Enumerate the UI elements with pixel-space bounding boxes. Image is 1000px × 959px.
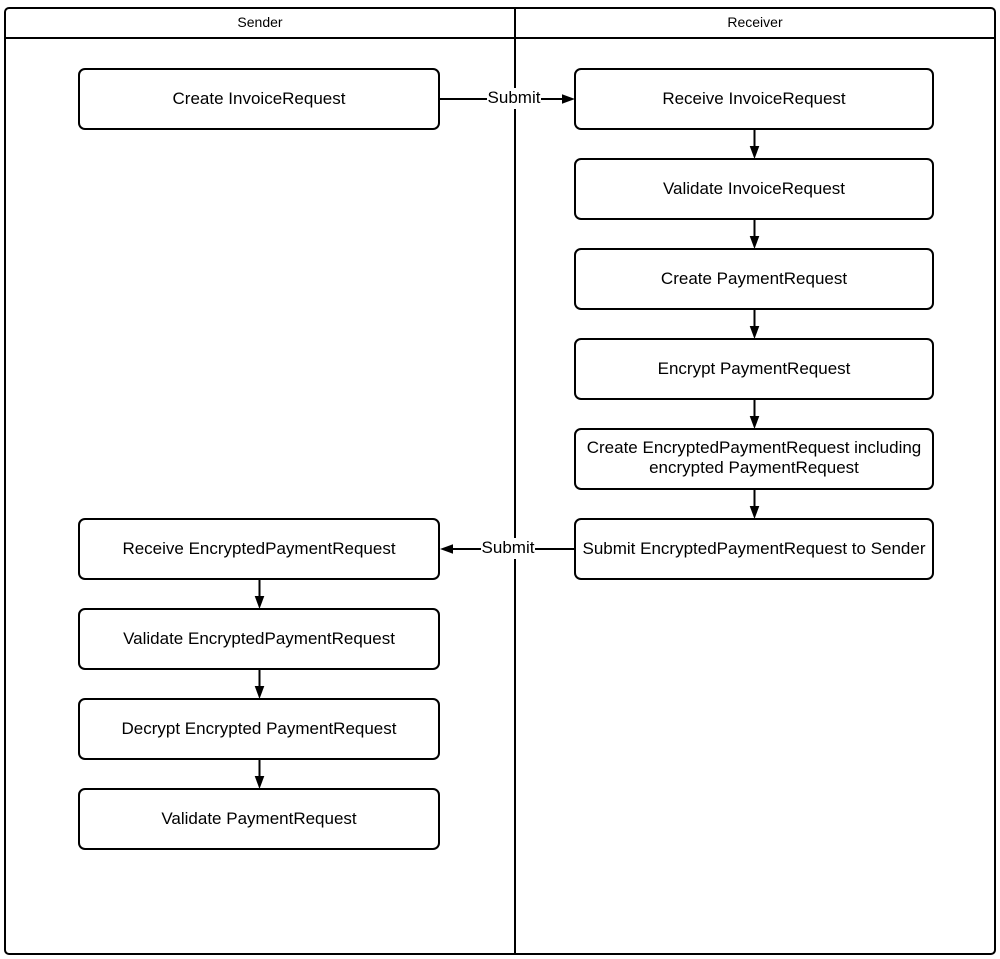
svg-text:Validate PaymentRequest: Validate PaymentRequest	[161, 809, 357, 828]
svg-text:Create PaymentRequest: Create PaymentRequest	[661, 269, 847, 288]
svg-text:Receive EncryptedPaymentReques: Receive EncryptedPaymentRequest	[122, 539, 395, 558]
svg-text:Submit: Submit	[488, 88, 541, 107]
svg-text:Receiver: Receiver	[727, 14, 783, 30]
svg-text:encrypted PaymentRequest: encrypted PaymentRequest	[649, 458, 859, 477]
svg-text:Receive InvoiceRequest: Receive InvoiceRequest	[662, 89, 846, 108]
svg-text:Submit EncryptedPaymentRequest: Submit EncryptedPaymentRequest to Sender	[582, 539, 925, 558]
svg-text:Encrypt PaymentRequest: Encrypt PaymentRequest	[658, 359, 851, 378]
svg-text:Validate InvoiceRequest: Validate InvoiceRequest	[663, 179, 845, 198]
svg-text:Validate EncryptedPaymentReque: Validate EncryptedPaymentRequest	[123, 629, 395, 648]
svg-text:Sender: Sender	[237, 14, 282, 30]
svg-text:Create EncryptedPaymentRequest: Create EncryptedPaymentRequest including	[587, 438, 922, 457]
svg-text:Decrypt Encrypted PaymentReque: Decrypt Encrypted PaymentRequest	[122, 719, 397, 738]
svg-text:Create InvoiceRequest: Create InvoiceRequest	[173, 89, 346, 108]
svg-text:Submit: Submit	[482, 538, 535, 557]
